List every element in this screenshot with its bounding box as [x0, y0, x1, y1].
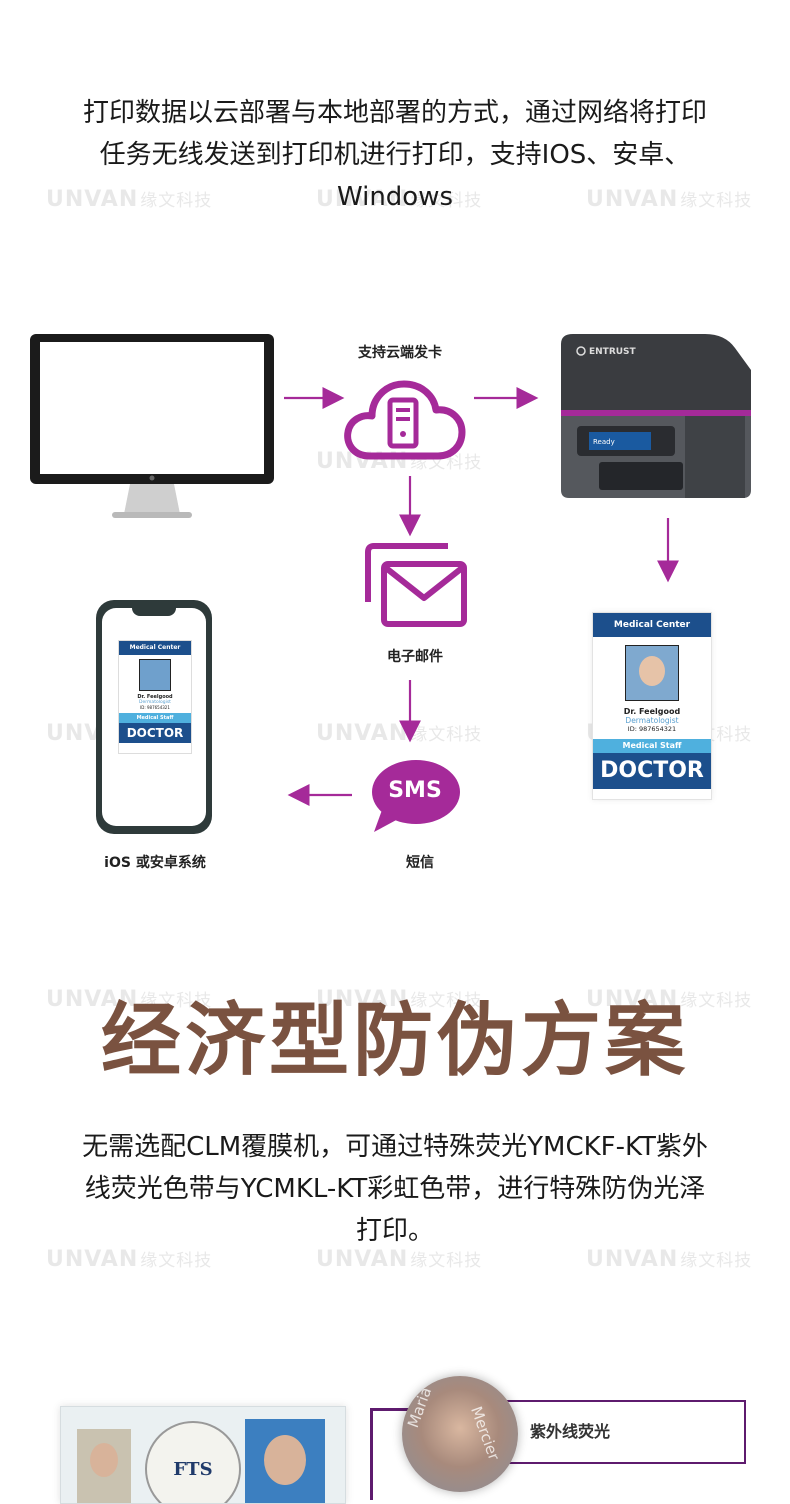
intro-line: 打印数据以云部署与本地部署的方式，通过网络将打印 [82, 98, 707, 128]
section2-line: 打印。 [355, 1216, 434, 1246]
sms-bubble-icon [372, 760, 460, 832]
uv-portrait-name2: Mercier [467, 1404, 504, 1463]
phone-badge-org: Medical Center [119, 641, 191, 655]
section2-line: 无需选配CLM覆膜机，可通过特殊荧光YMCKF-KT紫外 [82, 1132, 708, 1162]
badge-title: Dermatologist [625, 716, 679, 725]
uv-portrait: Maria Mercier [402, 1376, 518, 1492]
monitor-icon [30, 334, 274, 518]
cloud-label: 支持云端发卡 [358, 345, 442, 361]
sample-card-photo [77, 1429, 131, 1503]
phone-badge-name: Dr. Feelgood [137, 694, 173, 700]
phone-badge-id: ID: 987654321 [140, 705, 170, 710]
printer-icon: Ready ENTRUST [561, 334, 751, 498]
printed-badge: Medical Center Dr. Feelgood Dermatologis… [592, 612, 712, 800]
section2-paragraph: 无需选配CLM覆膜机，可通过特殊荧光YMCKF-KT紫外 线荧光色带与YCMKL… [40, 1126, 750, 1252]
callout-bracket-top [370, 1408, 410, 1411]
sample-card: FTS [60, 1406, 346, 1504]
badge-name: Dr. Feelgood [623, 707, 681, 716]
phone-label: iOS 或安卓系统 [104, 855, 206, 871]
email-icon [365, 543, 467, 627]
badge-role: DOCTOR [593, 753, 711, 789]
cloud-server-icon [344, 380, 466, 460]
phone-icon: Medical Center Dr. Feelgood Dermatologis… [96, 600, 212, 834]
phone-badge-staff: Medical Staff [119, 713, 191, 723]
badge-staff: Medical Staff [593, 739, 711, 753]
email-label: 电子邮件 [387, 649, 443, 665]
uv-portrait-name1: Maria [404, 1384, 436, 1431]
badge-photo [625, 645, 679, 701]
section-heading: 经济型防伪方案 [101, 993, 689, 1087]
callout-box: 紫外线荧光 [506, 1400, 746, 1464]
printer-brand-text: ENTRUST [589, 347, 637, 357]
callout-bracket [370, 1408, 373, 1500]
sms-label: 短信 [406, 855, 434, 871]
flow-arrows [284, 387, 679, 806]
intro-paragraph: 打印数据以云部署与本地部署的方式，通过网络将打印 任务无线发送到打印机进行打印，… [40, 92, 750, 218]
phone-badge: Medical Center Dr. Feelgood Dermatologis… [118, 640, 192, 754]
section2-line: 线荧光色带与YCMKL-KT彩虹色带，进行特殊防伪光泽 [84, 1174, 706, 1204]
intro-line: Windows [336, 182, 454, 212]
intro-line: 任务无线发送到打印机进行打印，支持IOS、安卓、 [99, 140, 691, 170]
badge-org: Medical Center [593, 613, 711, 637]
sample-card-text: FTS [173, 1459, 213, 1480]
sample-card-photo-large [245, 1419, 325, 1503]
phone-badge-title: Dermatologist [139, 700, 171, 705]
sample-card-seal: FTS [145, 1421, 241, 1503]
sms-text: SMS [388, 778, 442, 803]
callout-text: 紫外线荧光 [530, 1422, 611, 1441]
phone-badge-photo [139, 659, 171, 691]
badge-id: ID: 987654321 [627, 725, 677, 733]
printer-screen-text: Ready [593, 438, 615, 446]
phone-badge-role: DOCTOR [119, 723, 191, 743]
